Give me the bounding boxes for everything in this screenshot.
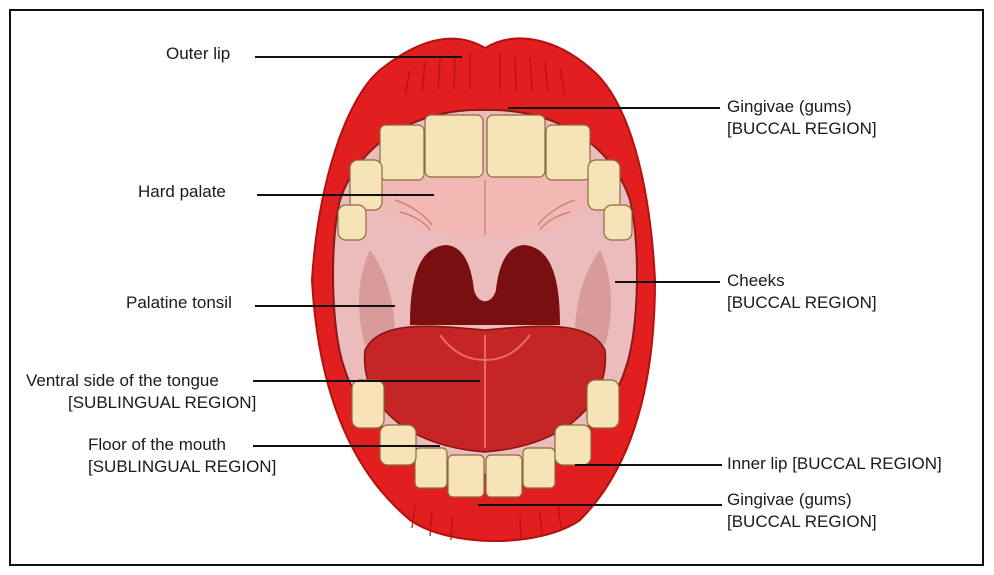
label-floor-mouth-line1: Floor of the mouth (88, 434, 276, 456)
label-cheeks-line2: [BUCCAL REGION] (727, 292, 877, 314)
label-outer-lip: Outer lip (166, 43, 230, 65)
label-floor-mouth: Floor of the mouth [SUBLINGUAL REGION] (88, 434, 276, 478)
label-gingivae-lower-line2: [BUCCAL REGION] (727, 511, 877, 533)
label-floor-mouth-line2: [SUBLINGUAL REGION] (88, 456, 276, 478)
label-ventral-tongue: Ventral side of the tongue [SUBLINGUAL R… (26, 370, 256, 414)
label-ventral-tongue-line2: [SUBLINGUAL REGION] (26, 392, 256, 414)
label-palatine-tonsil: Palatine tonsil (126, 292, 232, 314)
label-hard-palate: Hard palate (138, 181, 226, 203)
label-gingivae-upper-line2: [BUCCAL REGION] (727, 118, 877, 140)
label-palatine-tonsil-text: Palatine tonsil (126, 292, 232, 314)
label-inner-lip: Inner lip [BUCCAL REGION] (727, 453, 942, 475)
label-ventral-tongue-line1: Ventral side of the tongue (26, 370, 256, 392)
label-cheeks-line1: Cheeks (727, 270, 877, 292)
label-gingivae-upper-line1: Gingivae (gums) (727, 96, 877, 118)
label-gingivae-upper: Gingivae (gums) [BUCCAL REGION] (727, 96, 877, 140)
label-gingivae-lower-line1: Gingivae (gums) (727, 489, 877, 511)
label-inner-lip-text: Inner lip [BUCCAL REGION] (727, 453, 942, 475)
label-gingivae-lower: Gingivae (gums) [BUCCAL REGION] (727, 489, 877, 533)
label-outer-lip-text: Outer lip (166, 43, 230, 65)
label-hard-palate-text: Hard palate (138, 181, 226, 203)
label-cheeks: Cheeks [BUCCAL REGION] (727, 270, 877, 314)
